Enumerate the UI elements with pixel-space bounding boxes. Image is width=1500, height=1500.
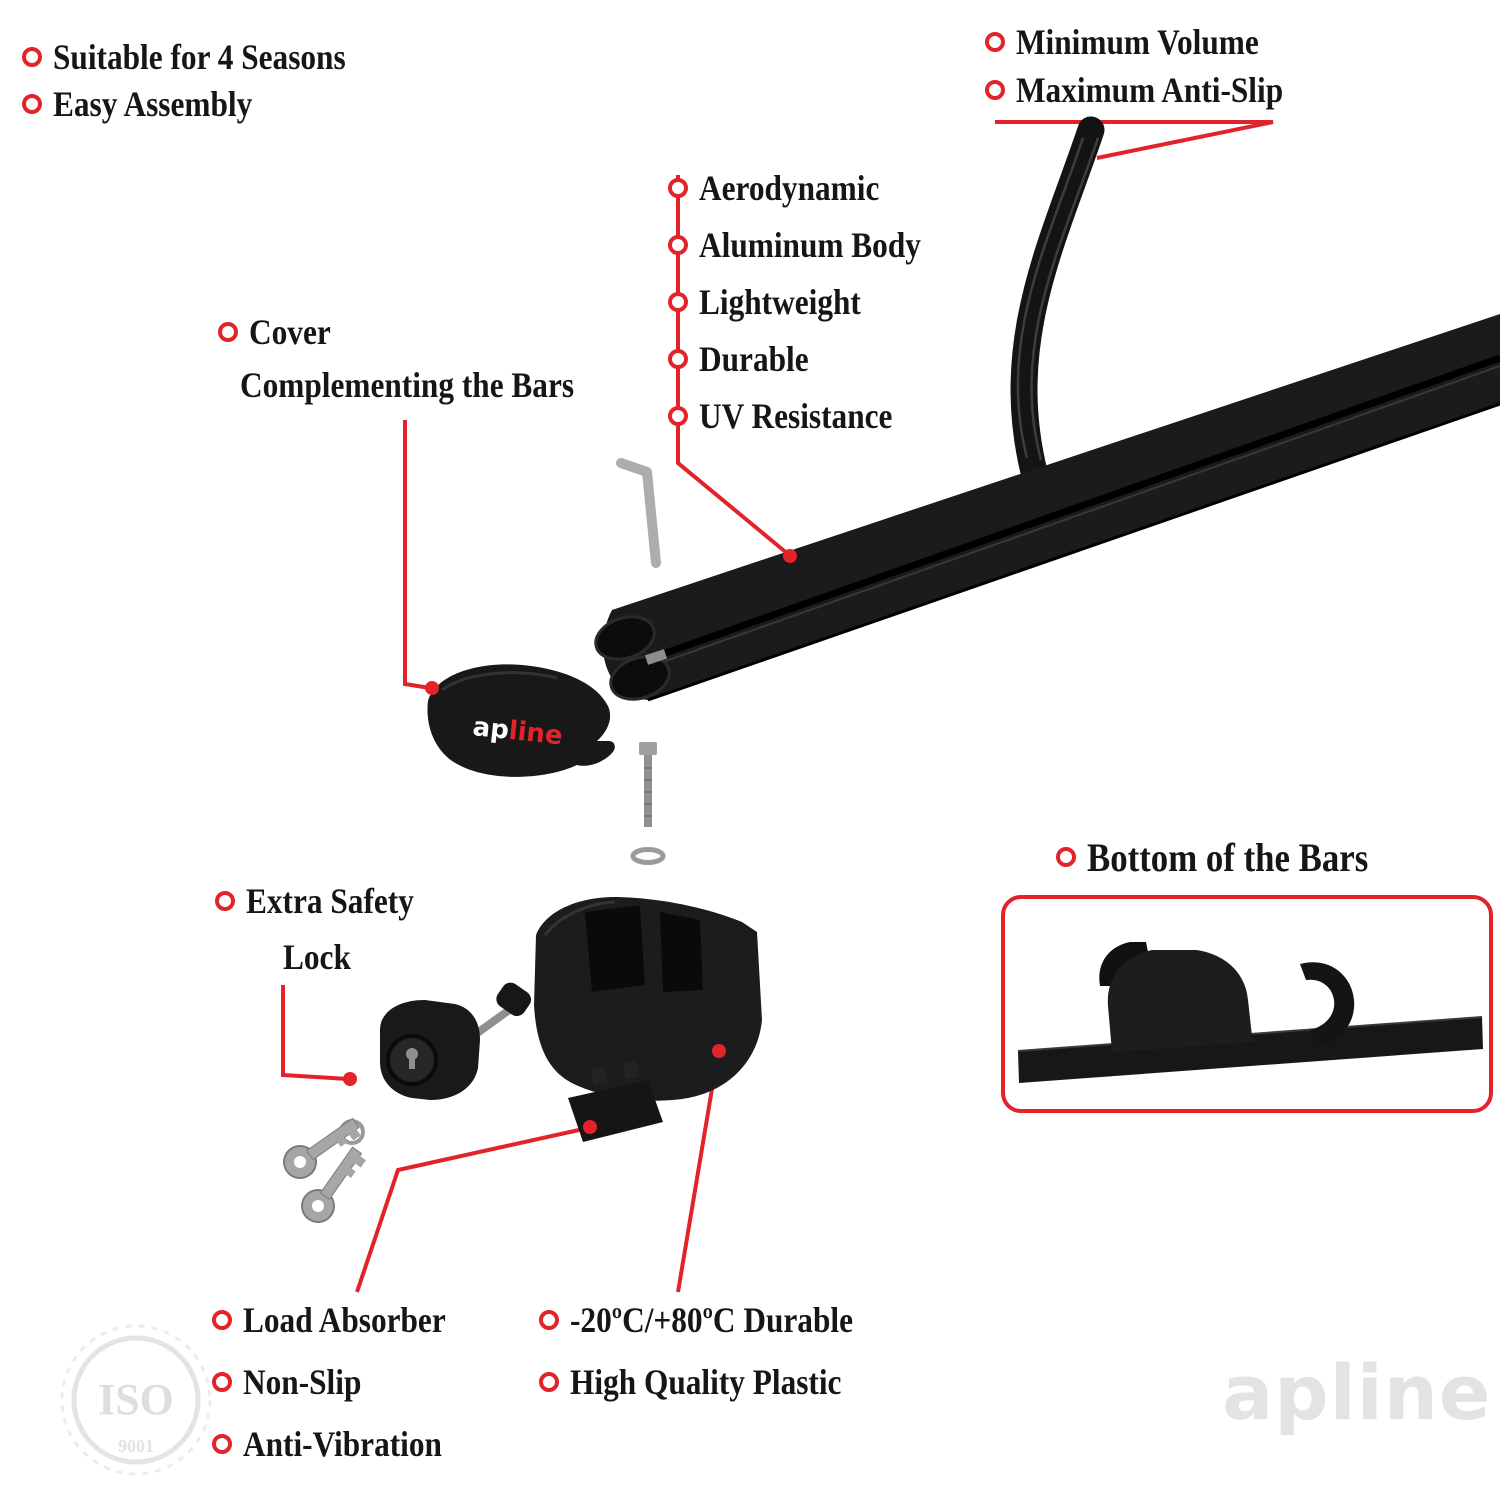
keys-graphic <box>276 1108 372 1230</box>
bottom-bars-panel <box>1001 895 1493 1113</box>
iso-number: 9001 <box>118 1436 154 1456</box>
bullet-icon <box>218 322 238 342</box>
connector-load-absorber <box>355 1126 589 1293</box>
rubber-strip-graphic <box>1010 116 1105 486</box>
label-load-absorber: Load Absorber <box>212 1298 476 1342</box>
label-anti-vibration: Anti-Vibration <box>212 1422 472 1466</box>
brand-ap: ap <box>471 712 510 746</box>
bottom-bar-graphic <box>1017 942 1483 1083</box>
bullet-icon <box>22 47 42 67</box>
connector-dots <box>343 549 797 1134</box>
connector-lines <box>281 120 1274 1293</box>
bullet-icon <box>668 235 688 255</box>
cover-brand-logo: apline <box>471 712 564 751</box>
label-aerodynamic: Aerodynamic <box>668 166 906 210</box>
label-bottom-of-bars: Bottom of the Bars <box>1056 835 1410 880</box>
label-easy-assembly: Easy Assembly <box>22 82 282 126</box>
label-uv-resistance: UV Resistance <box>668 394 921 438</box>
bullet-icon <box>1056 847 1076 867</box>
label-high-quality-plastic: High Quality Plastic <box>539 1360 882 1404</box>
bullet-icon <box>215 891 235 911</box>
bullet-icon <box>539 1310 559 1330</box>
bullet-icon <box>22 94 42 114</box>
brand-line: line <box>507 716 564 751</box>
label-aluminum-body: Aluminum Body <box>668 223 954 267</box>
bullet-icon <box>668 178 688 198</box>
label-lightweight: Lightweight <box>668 280 885 324</box>
label-cover-line2: Complementing the Bars <box>240 365 575 405</box>
washer-graphic <box>630 847 666 865</box>
label-lock: Lock <box>283 937 351 977</box>
bullet-icon <box>212 1372 232 1392</box>
label-minimum-volume: Minimum Volume <box>985 20 1295 64</box>
connector-bar-features <box>676 175 790 556</box>
connector-cover <box>403 420 431 690</box>
bullet-icon <box>985 32 1005 52</box>
label-maximum-antislip: Maximum Anti-Slip <box>985 68 1323 112</box>
lock-graphic <box>380 982 531 1100</box>
iso-seal-watermark: ISO 9001 <box>60 1324 212 1476</box>
bolt-graphic <box>639 742 657 827</box>
label-durable: Durable <box>668 337 825 381</box>
allen-key-graphic <box>616 458 661 568</box>
connector-lock <box>281 985 349 1081</box>
label-temperature-durable: -20ºC/+80ºC Durable <box>539 1298 895 1342</box>
bullet-icon <box>212 1434 232 1454</box>
iso-text: ISO <box>98 1375 174 1424</box>
label-non-slip: Non-Slip <box>212 1360 379 1404</box>
bullet-icon <box>668 292 688 312</box>
bullet-icon <box>668 406 688 426</box>
label-cover: Cover <box>218 310 343 354</box>
connector-antislip <box>995 120 1274 160</box>
brand-watermark: apline <box>1222 1348 1492 1437</box>
bullet-icon <box>212 1310 232 1330</box>
bullet-icon <box>985 80 1005 100</box>
cover-graphic: apline <box>427 664 615 777</box>
crossbar-graphic <box>594 314 1500 702</box>
bullet-icon <box>668 349 688 369</box>
label-suitable-4-seasons: Suitable for 4 Seasons <box>22 35 389 79</box>
label-extra-safety: Extra Safety <box>215 879 439 923</box>
connector-durable <box>676 1052 720 1293</box>
foot-clamp-graphic <box>534 897 762 1101</box>
bullet-icon <box>539 1372 559 1392</box>
